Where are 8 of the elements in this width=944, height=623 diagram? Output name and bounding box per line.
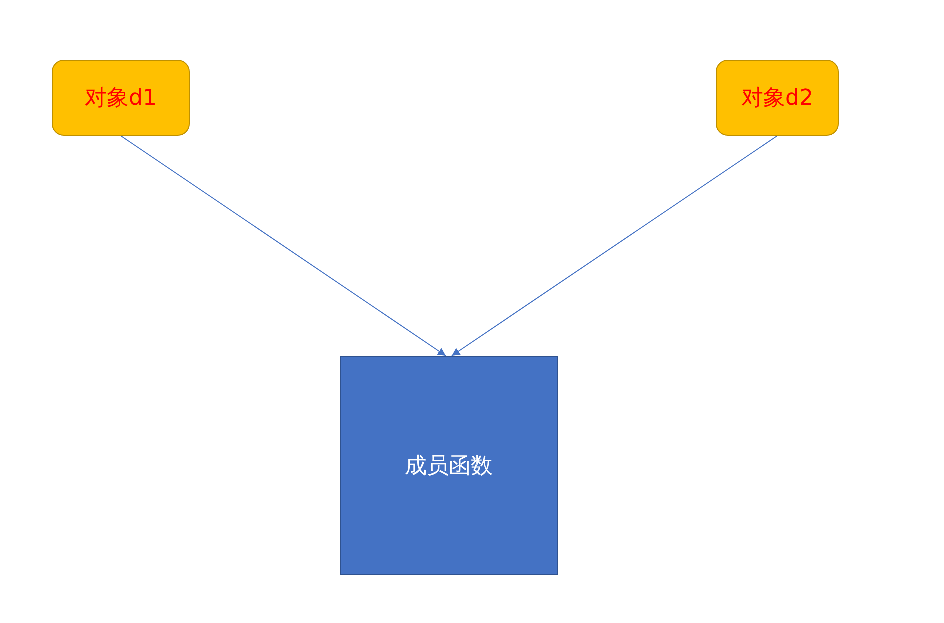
object-box (52, 60, 190, 136)
node-label: 对象d2 (742, 85, 814, 113)
node-label: 对象d1 (85, 85, 157, 113)
function-box (340, 356, 558, 575)
arrow (452, 136, 778, 356)
node-label: 成员函数 (405, 452, 493, 480)
object-box (716, 60, 839, 136)
arrow (120, 136, 446, 356)
